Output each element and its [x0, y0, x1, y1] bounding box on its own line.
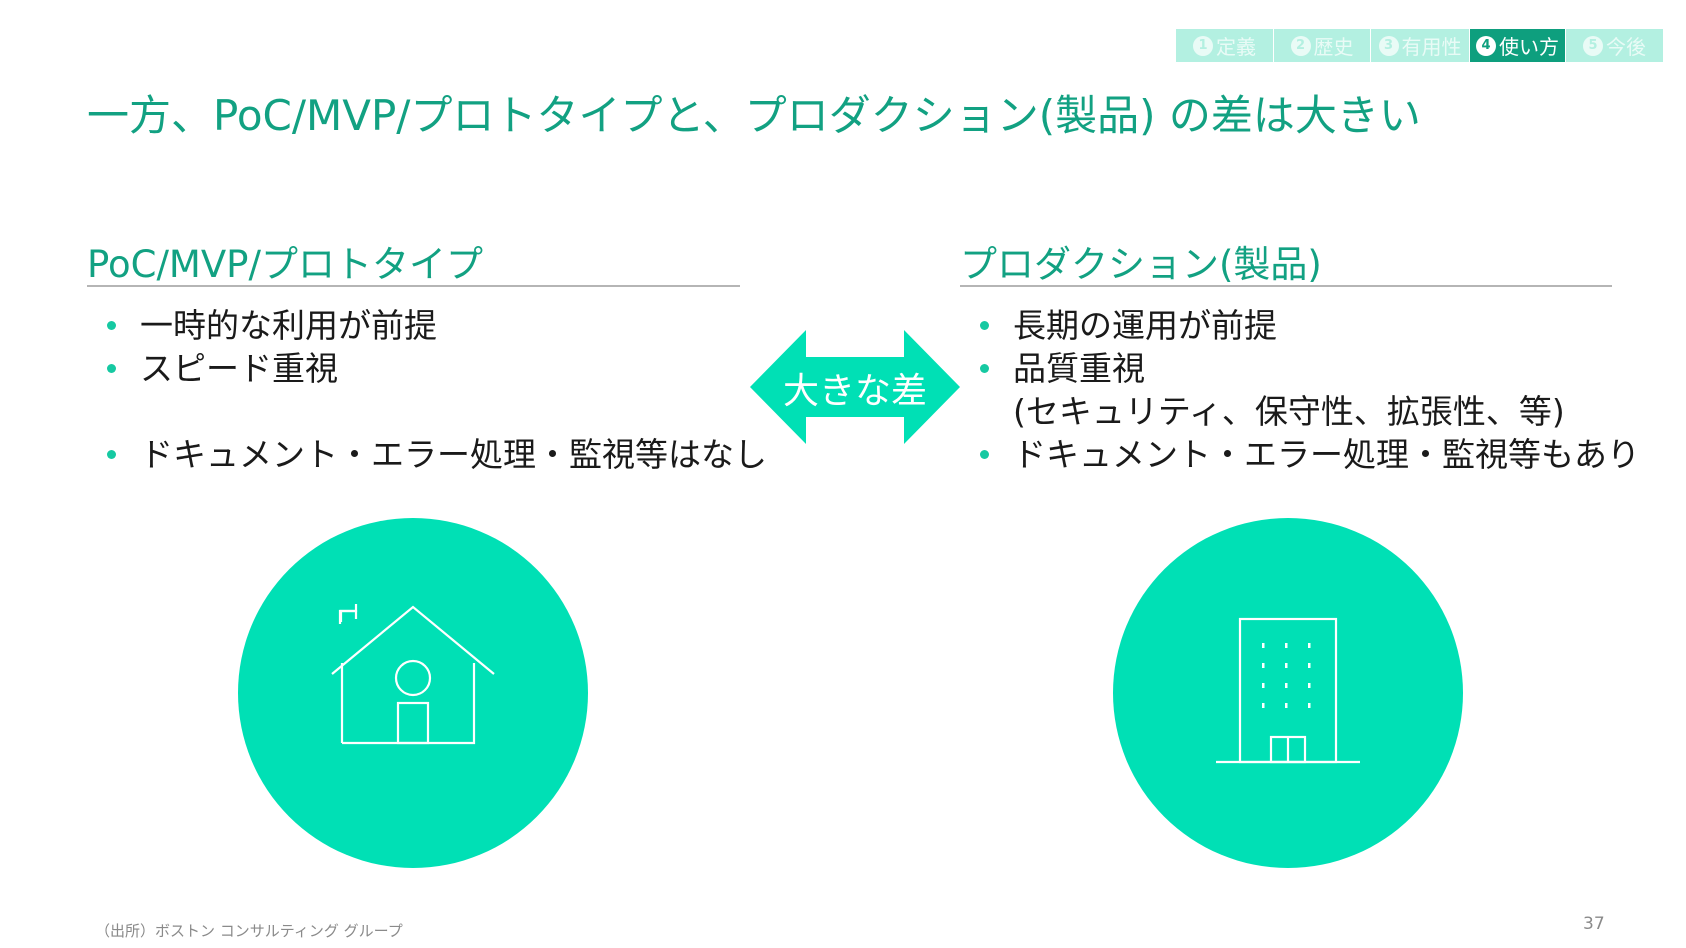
bullet-dot-icon	[107, 321, 116, 330]
list-item: ドキュメント・エラー処理・監視等はなし	[100, 433, 767, 476]
left-heading: PoC/MVP/プロトタイプ	[87, 243, 483, 286]
page-number: 37	[1583, 914, 1605, 934]
window-dot	[1308, 683, 1311, 688]
nav-item-5[interactable]: 5 今後	[1566, 29, 1664, 62]
list-item: 長期の運用が前提	[973, 304, 1640, 347]
house-circle	[238, 518, 588, 868]
slide-title: 一方、PoC/MVP/プロトタイプと、プロダクション(製品) の差は大きい	[87, 91, 1421, 140]
nav-item-label: 今後	[1606, 35, 1646, 59]
nav-number-badge: 2	[1290, 35, 1311, 56]
window-dot	[1262, 663, 1265, 668]
window-dot	[1262, 683, 1265, 688]
window-dot	[1262, 643, 1265, 648]
building-circle	[1113, 518, 1463, 868]
difference-label: 大きな差	[782, 371, 927, 412]
nav-item-3[interactable]: 3 有用性	[1371, 29, 1470, 62]
double-arrow-icon	[750, 330, 960, 444]
nav-number-badge: 3	[1378, 35, 1399, 56]
window-dot	[1262, 703, 1265, 708]
window-dot	[1285, 643, 1288, 648]
section-nav: 1 定義 2 歴史 3 有用性 4 使い方 5 今後	[1176, 29, 1664, 62]
left-divider	[87, 285, 740, 287]
list-item: 一時的な利用が前提	[100, 304, 767, 347]
nav-number-badge: 1	[1193, 35, 1213, 56]
bullet-dot-icon	[980, 450, 989, 459]
house-icon	[331, 604, 495, 745]
nav-item-label: 有用性	[1401, 35, 1462, 59]
window-dot	[1308, 663, 1311, 668]
nav-item-4-active[interactable]: 4 使い方	[1470, 29, 1566, 62]
list-spacer	[100, 390, 767, 433]
list-item: スピード重視	[100, 347, 767, 390]
nav-item-label: 定義	[1216, 35, 1256, 59]
nav-number-badge: 5	[1583, 35, 1603, 56]
list-item: ドキュメント・エラー処理・監視等もあり	[973, 433, 1640, 476]
bullet-dot-icon	[980, 321, 989, 330]
right-bullet-list: 長期の運用が前提 品質重視 (セキュリティ、保守性、拡張性、等) ドキュメント・…	[973, 304, 1640, 476]
left-bullet-list: 一時的な利用が前提 スピード重視 ドキュメント・エラー処理・監視等はなし	[100, 304, 767, 476]
window-dot	[1285, 683, 1288, 688]
source-note: （出所）ボストン コンサルティング グループ	[95, 922, 403, 940]
right-heading: プロダクション(製品)	[960, 243, 1322, 286]
list-item-continuation: (セキュリティ、保守性、拡張性、等)	[1013, 392, 1565, 431]
window-dot	[1308, 643, 1311, 648]
nav-number-badge: 4	[1476, 35, 1496, 56]
office-building-icon	[1216, 617, 1360, 764]
right-divider	[960, 285, 1612, 287]
nav-item-label: 使い方	[1499, 35, 1559, 59]
nav-item-1[interactable]: 1 定義	[1176, 29, 1274, 62]
bullet-dot-icon	[980, 364, 989, 373]
bullet-dot-icon	[107, 364, 116, 373]
nav-item-2[interactable]: 2 歴史	[1274, 29, 1371, 62]
window-dot	[1308, 703, 1311, 708]
bullet-dot-icon	[107, 450, 116, 459]
list-item: 品質重視	[973, 347, 1640, 390]
window-dot	[1285, 663, 1288, 668]
window-dot	[1285, 703, 1288, 708]
nav-item-label: 歴史	[1313, 35, 1354, 59]
